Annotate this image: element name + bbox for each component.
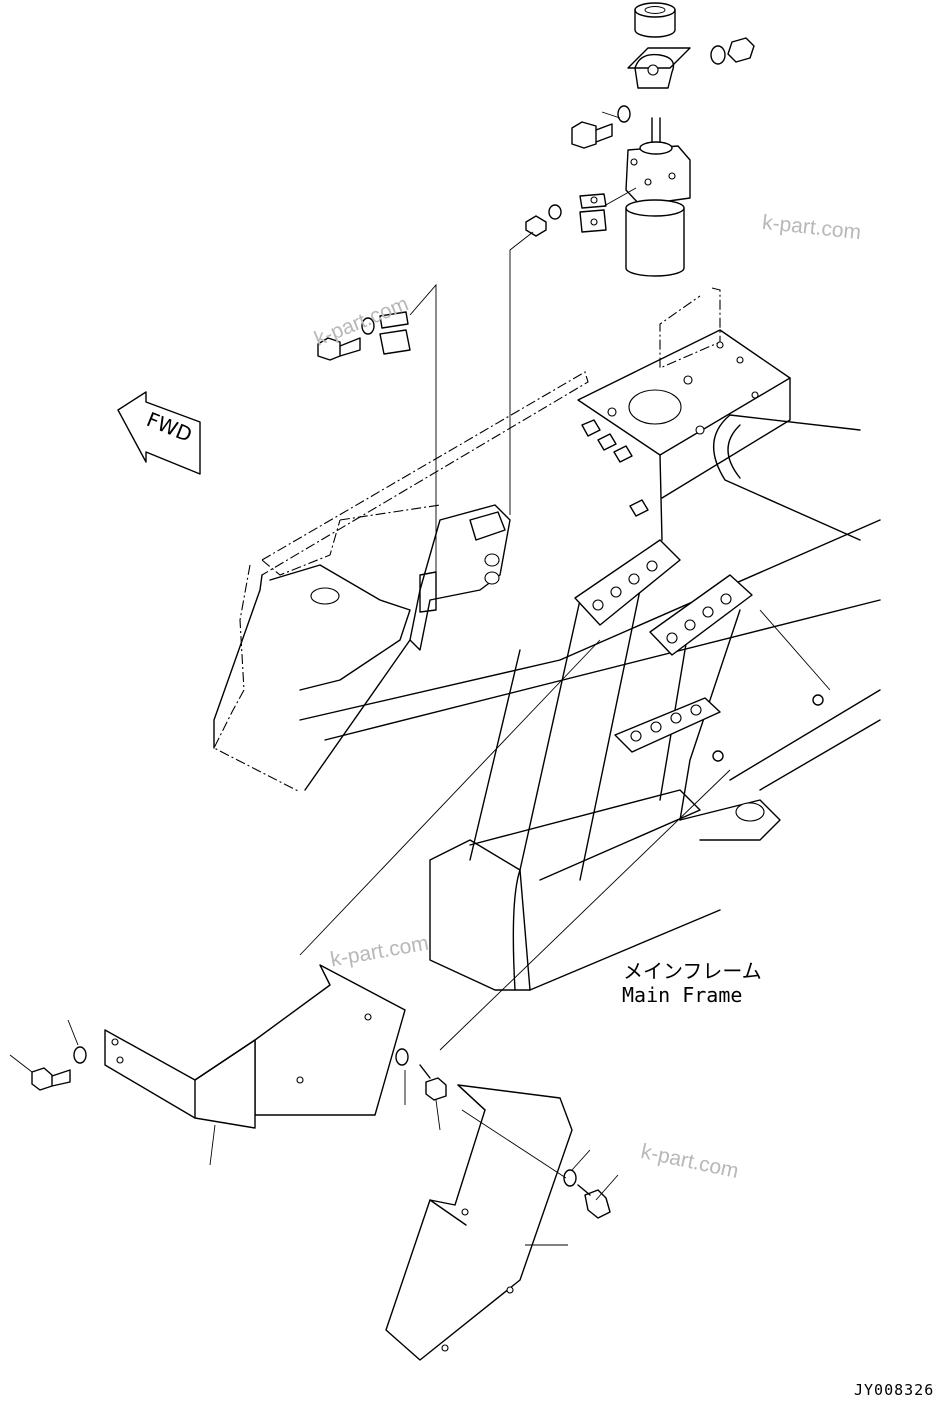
main-frame-label-en: Main Frame: [622, 983, 743, 1007]
filter-assembly: [509, 2, 755, 515]
drawing-reference: JY008326: [854, 1381, 935, 1399]
main-frame-label-ja: メインフレーム: [623, 959, 762, 983]
main-frame: [213, 287, 881, 1051]
left-bolt-brackets: [317, 283, 437, 600]
guard-left: [9, 964, 447, 1166]
guard-right: [385, 1084, 619, 1361]
fwd-arrow-icon: [117, 391, 201, 475]
